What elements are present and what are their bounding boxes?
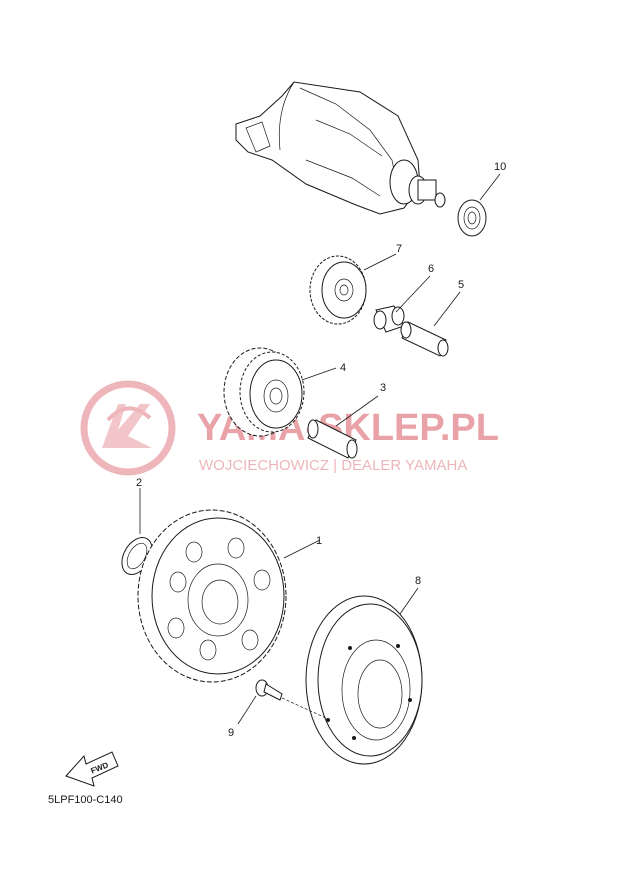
- part-label-1: 1: [316, 535, 322, 547]
- part-label-2: 2: [136, 477, 142, 489]
- shaft-5: [400, 321, 449, 357]
- part-label-6: 6: [428, 263, 434, 275]
- watermark-dealer: WOJCIECHOWICZ | DEALER YAMAHA: [199, 457, 467, 474]
- starter-clutch-8: [305, 595, 423, 765]
- part-label-9: 9: [228, 727, 234, 739]
- part-label-7: 7: [396, 243, 402, 255]
- bolt-9: [255, 679, 327, 719]
- fwd-arrow-icon: FWD: [65, 751, 119, 787]
- shaft-3: [307, 419, 358, 459]
- part-label-10: 10: [494, 161, 506, 173]
- yamaha-logo-watermark: [80, 380, 176, 476]
- starter-motor: [235, 81, 446, 215]
- part-label-5: 5: [458, 279, 464, 291]
- part-label-8: 8: [415, 575, 421, 587]
- gear-1: [137, 509, 287, 683]
- part-label-4: 4: [340, 362, 346, 374]
- gear-4: [223, 347, 305, 437]
- part-label-3: 3: [380, 382, 386, 394]
- leader-lines: [139, 173, 501, 725]
- gear-7: [309, 255, 367, 325]
- bearing-10: [457, 199, 487, 237]
- drawing-code: 5LPF100-C140: [48, 794, 123, 806]
- needle-bearing-6: [373, 305, 405, 333]
